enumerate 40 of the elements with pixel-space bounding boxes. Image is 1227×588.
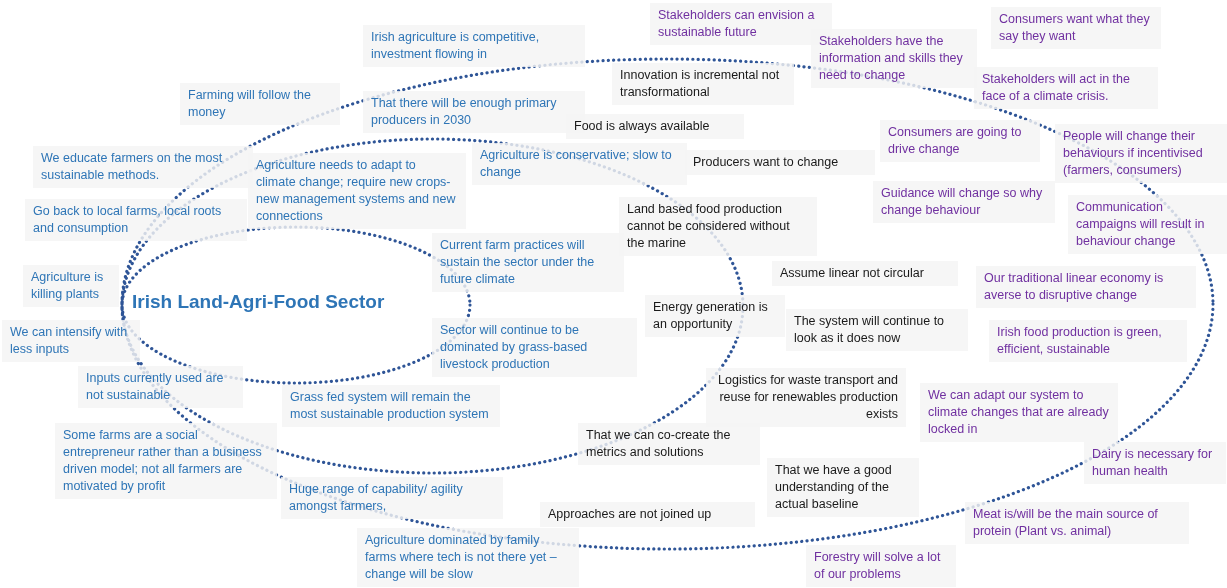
assumption-note: Agriculture dominated by family farms where tech is not there yet – change will be slow [357,528,579,587]
assumption-note: Go back to local farms, local roots and consumption [25,199,247,241]
assumption-note: Grass fed system will remain the most sustainable production system [282,385,500,427]
sector-title: Irish Land-Agri-Food Sector [132,291,385,313]
assumption-note: Approaches are not joined up [540,502,755,527]
assumption-note: Assume linear not circular [772,261,958,286]
assumption-note: People will change their behaviours if incentivised (farmers, consumers) [1055,124,1227,183]
assumption-note: Farming will follow the money [180,83,340,125]
assumption-note: Innovation is incremental not transformational [612,63,794,105]
assumption-note: Current farm practices will sustain the sector under the future climate [432,233,624,292]
assumption-note: Consumers are going to drive change [880,120,1040,162]
assumption-note: Consumers want what they say they want [991,7,1161,49]
assumption-note: Dairy is necessary for human health [1084,442,1226,484]
assumption-note: Our traditional linear economy is averse to disruptive change [976,266,1196,308]
assumption-note: Energy generation is an opportunity [645,295,785,337]
assumption-note: Communication campaigns will result in behaviour change [1068,195,1227,254]
assumption-note: The system will continue to look as it does now [786,309,968,351]
assumption-note: We can intensify with less inputs [2,320,140,362]
assumption-note: Sector will continue to be dominated by grass-based livestock production [432,318,637,377]
assumption-note: Stakeholders have the information and skills they need to change [811,29,977,88]
assumption-note: Inputs currently used are not sustainable [78,366,243,408]
assumption-note: Agriculture is conservative; slow to change [472,143,687,185]
assumption-note: We can adapt our system to climate changes that are already locked in [920,383,1118,442]
assumption-note: Producers want to change [685,150,875,175]
assumption-note: Meat is/will be the main source of protein (Plant vs. animal) [965,502,1189,544]
assumption-note: Some farms are a social entrepreneur rather than a business driven model; not all farmers are motivated by profit [55,423,277,499]
assumption-note: Agriculture is killing plants [23,265,119,307]
assumption-note: Forestry will solve a lot of our problems [806,545,956,587]
assumption-note: Huge range of capability/ agility amongst farmers, [281,477,503,519]
assumption-note: Stakeholders will act in the face of a climate crisis. [974,67,1158,109]
assumption-note: Food is always available [566,114,744,139]
assumption-note: We educate farmers on the most sustainable methods. [33,146,253,188]
assumption-note: Irish agriculture is competitive, investment flowing in [363,25,585,67]
assumption-note: Logistics for waste transport and reuse for renewables production exists [706,368,906,427]
assumption-note: That we have a good understanding of the actual baseline [767,458,919,517]
assumption-note: Guidance will change so why change behaviour [873,181,1055,223]
assumption-note: That we can co-create the metrics and solutions [578,423,760,465]
assumption-note: Irish food production is green, efficient, sustainable [989,320,1187,362]
assumption-note: Agriculture needs to adapt to climate change; require new crops- new management systems and new connections [248,153,466,229]
assumption-note: Land based food production cannot be considered without the marine [619,197,817,256]
